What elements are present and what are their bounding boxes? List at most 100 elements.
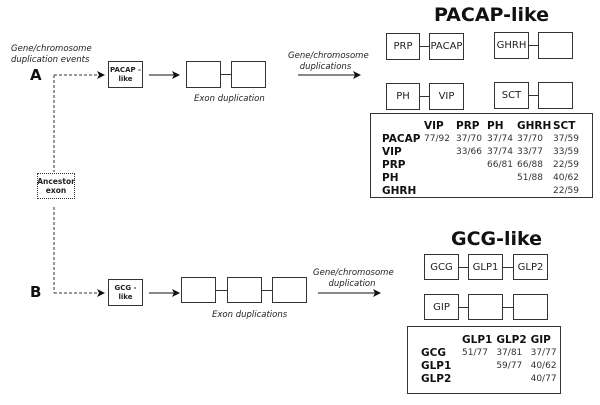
- table-cell: 37/70: [456, 133, 482, 144]
- col-header: GHRH: [517, 119, 552, 132]
- row-header: GLP2: [421, 372, 452, 385]
- table-header-row: GLP1 GLP2 GIP: [421, 333, 560, 346]
- panel-b-label: B: [30, 283, 42, 301]
- table-cell: 51/77: [462, 347, 488, 358]
- table-cell: [517, 184, 553, 197]
- panel-a-label: A: [30, 66, 42, 84]
- exon-box-b2: [227, 277, 262, 303]
- table-cell: [487, 184, 517, 197]
- table-cell: 33/59: [553, 146, 579, 157]
- table-cell: 37/70: [517, 133, 543, 144]
- row-header: PH: [382, 171, 399, 184]
- exon-box-b3: [272, 277, 307, 303]
- gene-link: [529, 95, 538, 96]
- table-cell: [424, 145, 456, 158]
- table-cell: 33/77: [517, 146, 543, 157]
- gene-box-pacap: PACAP: [429, 33, 464, 60]
- table-cell: [496, 372, 530, 385]
- col-header: PRP: [456, 119, 480, 132]
- table-cell: 22/59: [553, 185, 579, 196]
- table-cell: [487, 171, 517, 184]
- gene-box-glp1: GLP1: [468, 254, 503, 280]
- table-row: PH 51/88 40/62: [382, 171, 583, 184]
- exon-box-b1: [181, 277, 216, 303]
- gene-link: [529, 45, 538, 46]
- row-header: PACAP: [382, 132, 421, 145]
- row-header: PRP: [382, 158, 406, 171]
- gene-box-prp: PRP: [386, 33, 420, 60]
- table-cell: [456, 158, 487, 171]
- dup-caption-b: Gene/chromosome duplication: [313, 268, 394, 289]
- col-header: GLP1: [462, 333, 493, 346]
- col-header: GIP: [530, 333, 551, 346]
- col-header: PH: [487, 119, 504, 132]
- table-cell: [456, 171, 487, 184]
- exon-link-a: [221, 74, 231, 75]
- exon-box-a1: [186, 61, 221, 88]
- table-cell: 66/81: [487, 159, 513, 170]
- table-cell: 22/59: [553, 159, 579, 170]
- table-cell: 37/81: [496, 347, 523, 358]
- exon-box-a2: [231, 61, 266, 88]
- row-header: GCG: [421, 346, 446, 359]
- gene-box-gip-partner2: [513, 294, 548, 320]
- gene-box-sct: SCT: [494, 82, 529, 109]
- gene-box-gcg: GCG: [424, 254, 459, 280]
- col-header: VIP: [424, 119, 444, 132]
- gene-box-ph: PH: [386, 83, 420, 110]
- table-cell: 59/77: [496, 360, 523, 371]
- table-cell: [462, 372, 496, 385]
- ancestor-exon-box: Ancestor exon: [37, 173, 75, 199]
- exon-dup-caption-b: Exon duplications: [212, 310, 288, 320]
- table-cell: [424, 158, 456, 171]
- gene-link: [503, 267, 514, 268]
- gene-box-ghrh: GHRH: [494, 32, 529, 59]
- pacap-like-title: PACAP-like: [434, 4, 550, 26]
- table-cell: 37/77: [530, 347, 557, 358]
- gcg-like-box: GCG -like: [108, 279, 143, 306]
- row-header: VIP: [382, 145, 402, 158]
- gene-box-gip: GIP: [424, 294, 459, 320]
- table-cell: 37/74: [487, 133, 513, 144]
- gene-box-vip: VIP: [429, 83, 464, 110]
- events-caption: Gene/chromosome duplication events: [11, 44, 92, 65]
- gene-link: [459, 307, 469, 308]
- gcg-like-title: GCG-like: [451, 228, 543, 250]
- table-row: GLP1 59/77 40/62: [421, 359, 560, 372]
- table-header-row: VIP PRP PH GHRH SCT: [382, 119, 583, 132]
- table-cell: [424, 184, 456, 197]
- gene-box-glp2: GLP2: [513, 254, 548, 280]
- gene-link: [420, 96, 429, 97]
- col-header: GLP2: [496, 333, 527, 346]
- table-cell: 40/62: [530, 360, 557, 371]
- gene-link: [420, 46, 429, 47]
- table-cell: 77/92: [424, 133, 450, 144]
- gene-box-ghrh-partner: [538, 32, 573, 59]
- table-cell: [462, 359, 496, 372]
- table-cell: [424, 171, 456, 184]
- table-cell: 37/74: [487, 146, 513, 157]
- dup-caption-a: Gene/chromosome duplications: [288, 51, 369, 72]
- table-cell: 66/88: [517, 159, 543, 170]
- row-header: GLP1: [421, 359, 452, 372]
- table-cell: 37/59: [553, 133, 579, 144]
- table-row: GCG 51/77 37/81 37/77: [421, 346, 560, 359]
- exon-link-b: [262, 290, 272, 291]
- col-header: SCT: [553, 119, 576, 132]
- table-cell: 51/88: [517, 172, 543, 183]
- table-cell: 40/62: [553, 172, 579, 183]
- table-row: PRP 66/81 66/88 22/59: [382, 158, 583, 171]
- exon-dup-caption-a: Exon duplication: [194, 94, 265, 104]
- gene-box-sct-partner: [538, 82, 573, 109]
- gcg-like-label: GCG -like: [114, 283, 137, 301]
- exon-link-b: [216, 290, 227, 291]
- table-cell: [456, 184, 487, 197]
- pacap-like-label: PACAP -like: [110, 65, 141, 83]
